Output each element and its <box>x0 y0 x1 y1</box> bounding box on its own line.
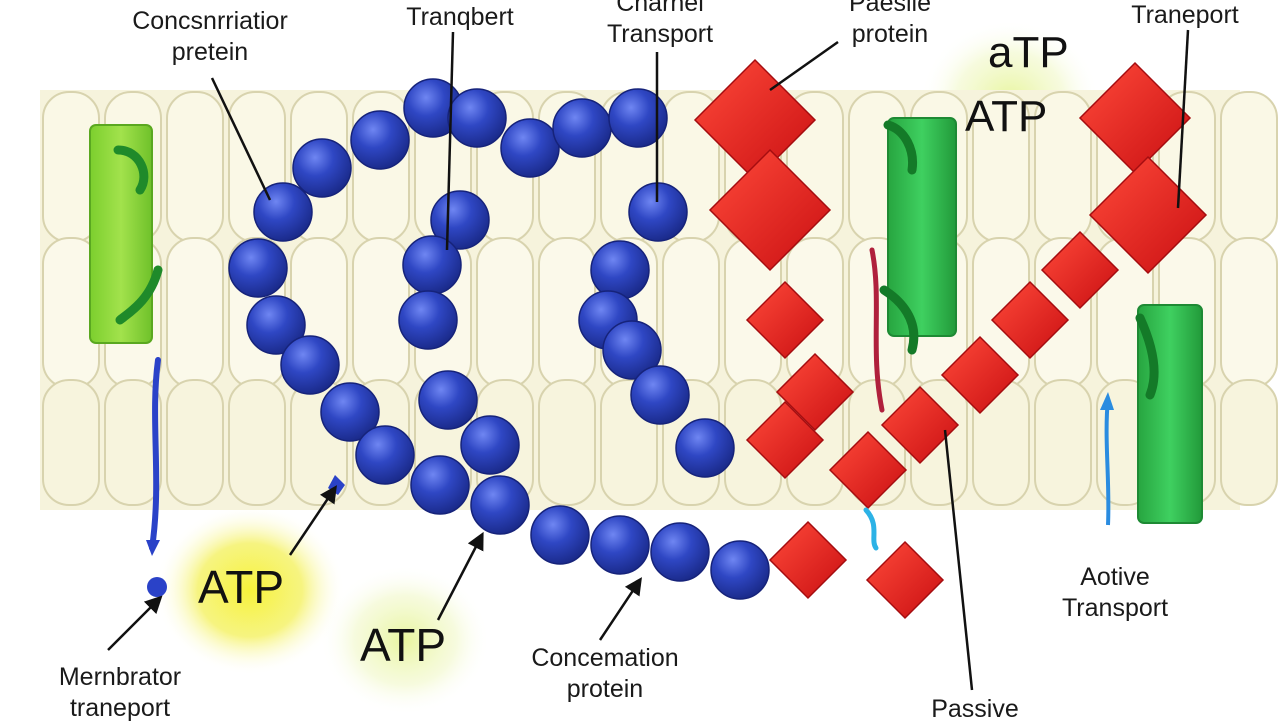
blue-bead <box>410 455 470 515</box>
atp-label-top: ATP <box>965 92 1048 141</box>
blue-bead <box>355 425 415 485</box>
blue-bead <box>710 540 770 600</box>
blue-bead <box>418 370 478 430</box>
blue-bead <box>530 505 590 565</box>
label-membrane-transport: Mernbrator traneport <box>58 663 182 722</box>
blue-bead <box>675 418 735 478</box>
blue-bead <box>460 415 520 475</box>
lipid-bilayer <box>40 90 1278 510</box>
red-diamond <box>990 280 1070 360</box>
lipid-tail <box>104 379 162 506</box>
lipid-tail <box>228 379 286 506</box>
label-concentration-protein-top: Concsnrriatior pretein <box>132 7 288 66</box>
blue-bead <box>552 98 612 158</box>
label-active-transport: Aotive Transport <box>1061 563 1169 622</box>
label-concentration-protein-bottom: Concemation protein <box>531 644 679 703</box>
lipid-head-bottom <box>476 237 534 389</box>
lipid-head-top <box>166 91 224 243</box>
blue-bead <box>350 110 410 170</box>
blue-bead <box>590 240 650 300</box>
atp-label-bottom-center: ATP <box>360 619 447 671</box>
label-passive-bottom: Passive <box>931 695 1019 723</box>
red-diamond <box>708 148 832 272</box>
blue-bead <box>470 475 530 535</box>
red-diamond <box>828 430 908 510</box>
red-diamond <box>768 520 848 600</box>
lipid-tail <box>166 379 224 506</box>
blue-bead <box>500 118 560 178</box>
green-protein-center <box>887 117 957 337</box>
label-transport-top-right: Traneport <box>1131 1 1239 29</box>
red-diamond <box>880 385 960 465</box>
blue-bead <box>253 182 313 242</box>
green-channel-protein <box>89 117 1203 524</box>
blue-bead <box>447 88 507 148</box>
blue-bead <box>228 238 288 298</box>
pointer-atp-left <box>288 485 337 556</box>
pointer-concentration-bottom <box>598 577 642 641</box>
atp-label-bottom-left: ATP <box>198 561 285 613</box>
blue-bead <box>650 522 710 582</box>
blue-bead <box>590 515 650 575</box>
lipid-head-top <box>1220 91 1278 243</box>
blue-bead <box>602 320 662 380</box>
blue-bead <box>320 382 380 442</box>
red-diamond <box>1040 230 1120 310</box>
blue-bead <box>398 290 458 350</box>
pointer-atp-center <box>436 531 484 621</box>
blue-bead <box>246 295 306 355</box>
pointer-concentration-top <box>210 77 272 201</box>
red-diamond-chain <box>693 58 1208 620</box>
lipid-tail <box>1220 379 1278 506</box>
red-diamond <box>940 335 1020 415</box>
blue-bead <box>280 335 340 395</box>
lipid-tail <box>42 379 100 506</box>
lipid-tail <box>1034 379 1092 506</box>
label-passive-protein: Paesile protein <box>849 0 931 48</box>
blue-bead <box>430 190 490 250</box>
blue-bead <box>402 235 462 295</box>
lipid-tail <box>538 379 596 506</box>
pointer-transport-top <box>445 31 455 251</box>
pointer-traneport-right <box>1176 29 1190 209</box>
pointer-passive-bottom <box>943 429 974 691</box>
red-diamond <box>745 400 825 480</box>
atp-label-top-a: aTP <box>988 28 1069 77</box>
red-diamond <box>865 540 945 620</box>
red-diamond <box>775 352 855 432</box>
lipid-head-bottom <box>166 237 224 389</box>
red-diamond <box>1088 155 1208 275</box>
pointer-membrane <box>107 595 163 651</box>
blue-bead <box>630 365 690 425</box>
blue-bead <box>292 138 352 198</box>
red-diamond <box>745 280 825 360</box>
label-transport-top: Tranqbert <box>406 3 514 31</box>
lime-protein-left <box>89 124 153 344</box>
label-pointers <box>107 29 1190 691</box>
label-channel-transport: Charnel Transport <box>606 0 714 48</box>
lipid-head-bottom <box>1220 237 1278 389</box>
lipid-head-bottom <box>662 237 720 389</box>
blue-bead <box>608 88 668 148</box>
pointer-passive-protein <box>769 40 839 92</box>
